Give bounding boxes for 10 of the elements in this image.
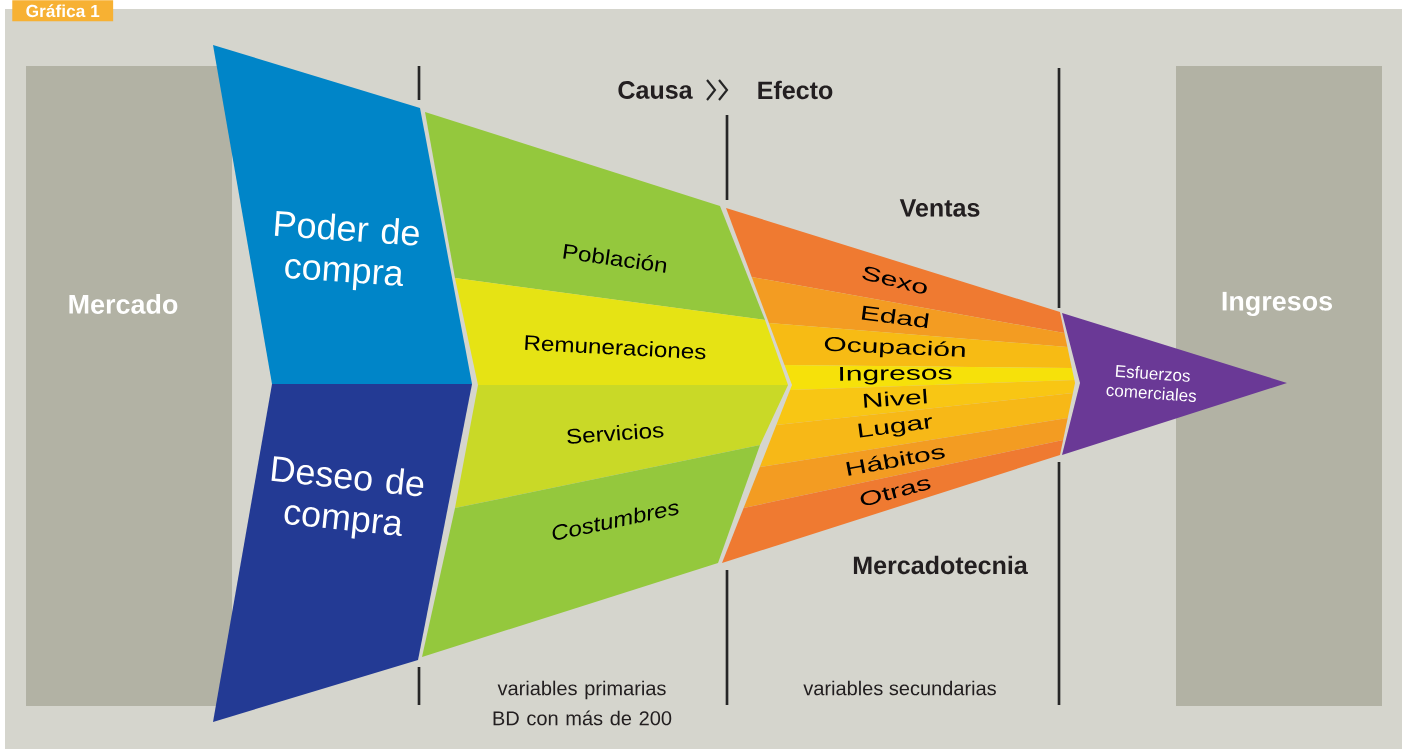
band: Remuneraciones <box>455 278 788 385</box>
caption-text: variables secundarias <box>803 680 996 696</box>
chevron-segment: Poder de compra <box>213 45 472 384</box>
heading: Efecto <box>758 80 833 100</box>
caption-text: variables primarias BD con más de 200 <box>493 680 672 726</box>
chevron-segment: Deseo de compra <box>213 384 472 722</box>
band: Ingresos <box>784 365 1075 390</box>
panel: Mercado <box>26 66 232 706</box>
band: Población <box>425 112 765 320</box>
title-tab: Gráfica 1 <box>12 0 114 22</box>
